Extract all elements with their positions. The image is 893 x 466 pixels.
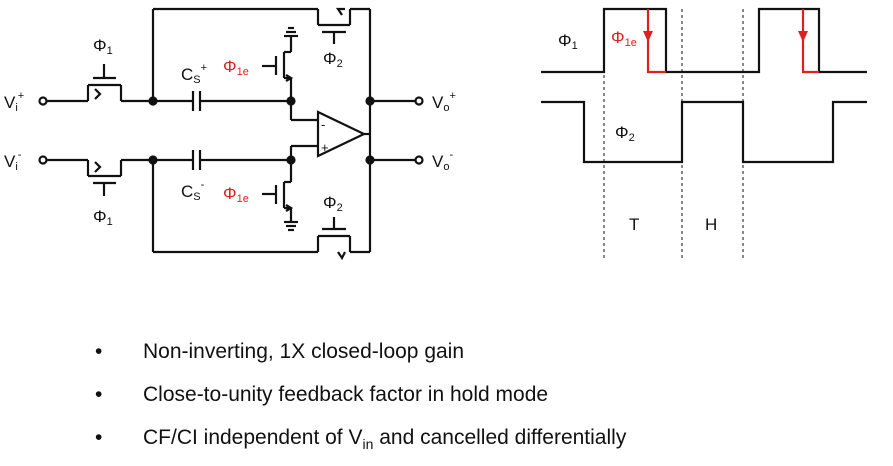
opamp-plus-sign: + <box>321 140 329 155</box>
bullet-text-before: CF/CI independent of V <box>143 426 363 449</box>
phi1e-waveform-2 <box>801 9 819 74</box>
phi2-waveform <box>541 100 867 164</box>
phi1e-arrow-1 <box>643 31 653 42</box>
op-amp <box>316 110 367 158</box>
phi2-bottom-label: Φ2 <box>323 193 343 214</box>
vi-plus-terminal <box>38 96 48 106</box>
vi-plus-label: Vi+ <box>4 90 24 114</box>
phi1e-arrow-2 <box>798 31 808 42</box>
vo-plus-label: Vo+ <box>432 90 456 114</box>
bullet-text: Non-inverting, 1X closed-loop gain <box>143 340 465 363</box>
bullet-dot: • <box>95 383 103 406</box>
vi-minus-terminal <box>38 155 48 165</box>
phi2-top-label: Φ2 <box>323 49 343 70</box>
timing-phi1e-label: Φ1e <box>611 28 637 49</box>
timing-phi2-label: Φ2 <box>615 123 635 144</box>
bullet-list: • Non-inverting, 1X closed-loop gain • Clo… <box>95 330 626 459</box>
vo-minus-terminal <box>414 155 424 165</box>
bullet-item: • Close-to-unity feedback factor in hold … <box>95 373 626 416</box>
track-phase-label: T <box>629 215 639 234</box>
bullet-item: • Non-inverting, 1X closed-loop gain <box>95 330 626 373</box>
phi1e-waveform-1 <box>646 9 666 74</box>
phi1e-top-label: Φ1e <box>223 57 249 78</box>
bullet-item: • CF/CI independent of Vin and cancelled … <box>95 416 626 459</box>
bullet-dot: • <box>95 426 103 449</box>
vi-minus-label: Vi- <box>4 149 22 173</box>
cs-minus-label: CS- <box>181 179 205 203</box>
vo-plus-terminal <box>414 96 424 106</box>
timing-phi1-label: Φ1 <box>558 31 578 52</box>
phi1-waveform <box>541 7 867 74</box>
phi1-bottom-label: Φ1 <box>93 207 113 228</box>
bullet-text-after: and cancelled differentially <box>373 426 627 449</box>
bullet-text: Close-to-unity feedback factor in hold m… <box>143 383 549 406</box>
bullet-subscript: in <box>362 436 374 453</box>
bullet-dot: • <box>95 340 103 363</box>
circuit-labels: Vi+ Vi- Vo+ Vo- Φ1 Φ1 Φ2 Φ2 CS+ CS- Φ1e … <box>4 36 456 228</box>
timing-diagram: Φ1 Φ1e Φ2 T H <box>541 7 867 258</box>
opamp-minus-sign: - <box>321 117 325 132</box>
circuit-schematic <box>38 7 424 261</box>
vo-minus-label: Vo- <box>432 149 453 173</box>
phi1-top-label: Φ1 <box>93 36 113 57</box>
cs-plus-label: CS+ <box>181 62 207 86</box>
phi1e-bottom-label: Φ1e <box>223 184 249 205</box>
hold-phase-label: H <box>705 215 717 234</box>
